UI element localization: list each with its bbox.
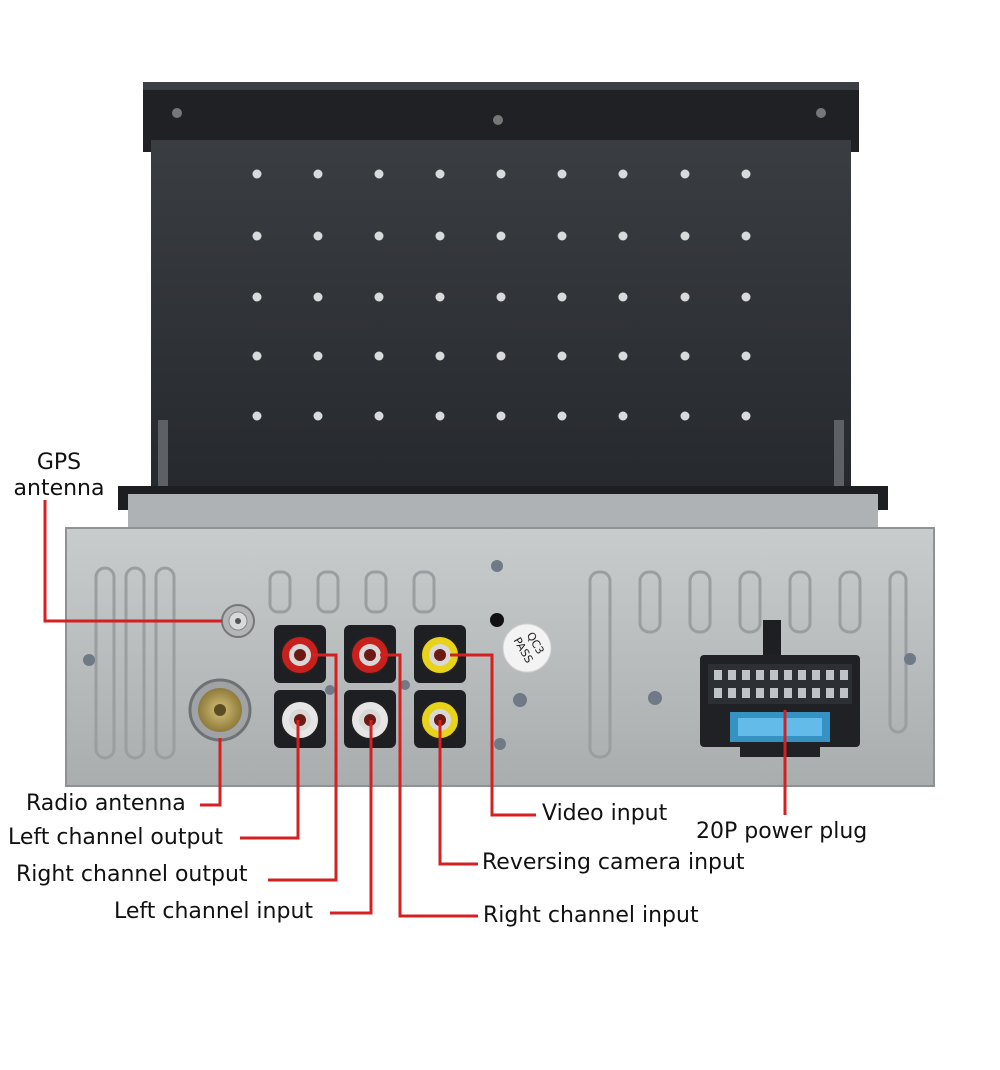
- hole: [490, 613, 504, 627]
- label-right-channel-input: Right channel input: [483, 903, 699, 928]
- vent-dot: [741, 411, 751, 421]
- vent-dot: [618, 169, 628, 179]
- qc-pass-sticker: QC3 PASS: [502, 623, 552, 673]
- label-left-channel-output: Left channel output: [8, 825, 223, 850]
- screw-icon: [491, 560, 503, 572]
- vent-dot: [252, 169, 262, 179]
- label-reversing-camera-input: Reversing camera input: [482, 850, 745, 875]
- vent-dot: [252, 231, 262, 241]
- screw-icon: [493, 115, 503, 125]
- vent-dot: [313, 292, 323, 302]
- label-radio-antenna: Radio antenna: [26, 791, 186, 816]
- vent-dot: [741, 292, 751, 302]
- vent-dot: [496, 169, 506, 179]
- label-gps-line1: GPS: [36, 450, 82, 475]
- label-right-channel-output: Right channel output: [16, 862, 248, 887]
- screw-icon: [83, 654, 95, 666]
- label-gps-antenna: GPS antenna: [4, 450, 114, 502]
- vent-dot: [680, 169, 690, 179]
- rca-jack: [274, 690, 326, 748]
- leader-lines: [43, 500, 787, 918]
- vent-dot: [374, 169, 384, 179]
- vent-dot: [557, 351, 567, 361]
- chassis-rail: [128, 494, 878, 528]
- vent-dot: [618, 292, 628, 302]
- vent-dot: [680, 351, 690, 361]
- vent-dot: [435, 169, 445, 179]
- vent-dot: [496, 231, 506, 241]
- vent-dot: [680, 231, 690, 241]
- screw-icon: [172, 108, 182, 118]
- vent-dot: [680, 292, 690, 302]
- screen-back: [143, 82, 859, 500]
- vent-dot: [557, 292, 567, 302]
- label-left-channel-input: Left channel input: [114, 899, 314, 924]
- screw-icon: [513, 693, 527, 707]
- rca-jack: [414, 625, 466, 683]
- vent-dot: [557, 411, 567, 421]
- vent-dot: [435, 411, 445, 421]
- screw-icon: [494, 738, 506, 750]
- screw-icon: [648, 691, 662, 705]
- screw-icon: [816, 108, 826, 118]
- screw-icon: [325, 685, 335, 695]
- vent-dot: [496, 292, 506, 302]
- rca-jack: [274, 625, 326, 683]
- vent-dot: [374, 411, 384, 421]
- vent-dot: [435, 231, 445, 241]
- gps-antenna-connector: [221, 604, 255, 638]
- vent-dot: [557, 169, 567, 179]
- vent-dot: [741, 231, 751, 241]
- label-gps-line2: antenna: [13, 476, 105, 501]
- vent-dot: [313, 351, 323, 361]
- vent-dot: [496, 351, 506, 361]
- vent-dot: [618, 231, 628, 241]
- vent-dot: [252, 411, 262, 421]
- vent-dot: [496, 411, 506, 421]
- vent-dot: [435, 351, 445, 361]
- vent-dot: [557, 231, 567, 241]
- back-panel: QC3 PASS: [65, 527, 935, 787]
- vent-dot: [435, 292, 445, 302]
- vent-dot: [618, 411, 628, 421]
- vent-dot: [680, 411, 690, 421]
- power-plug-connector: [700, 620, 860, 757]
- label-video-input: Video input: [542, 801, 668, 826]
- vent-dot: [741, 351, 751, 361]
- vent-dot: [313, 411, 323, 421]
- screw-icon: [904, 653, 916, 665]
- vent-dot: [374, 351, 384, 361]
- vent-dot: [618, 351, 628, 361]
- vent-dot: [252, 292, 262, 302]
- radio-antenna-connector: [188, 678, 252, 742]
- vent-dot: [741, 169, 751, 179]
- vent-dot: [374, 292, 384, 302]
- vent-dot: [374, 231, 384, 241]
- rca-jack: [344, 625, 396, 683]
- label-power-plug: 20P power plug: [696, 819, 868, 844]
- screw-icon: [400, 680, 410, 690]
- vent-dots: [252, 169, 751, 421]
- vent-dot: [252, 351, 262, 361]
- vent-dot: [313, 169, 323, 179]
- vent-dot: [313, 231, 323, 241]
